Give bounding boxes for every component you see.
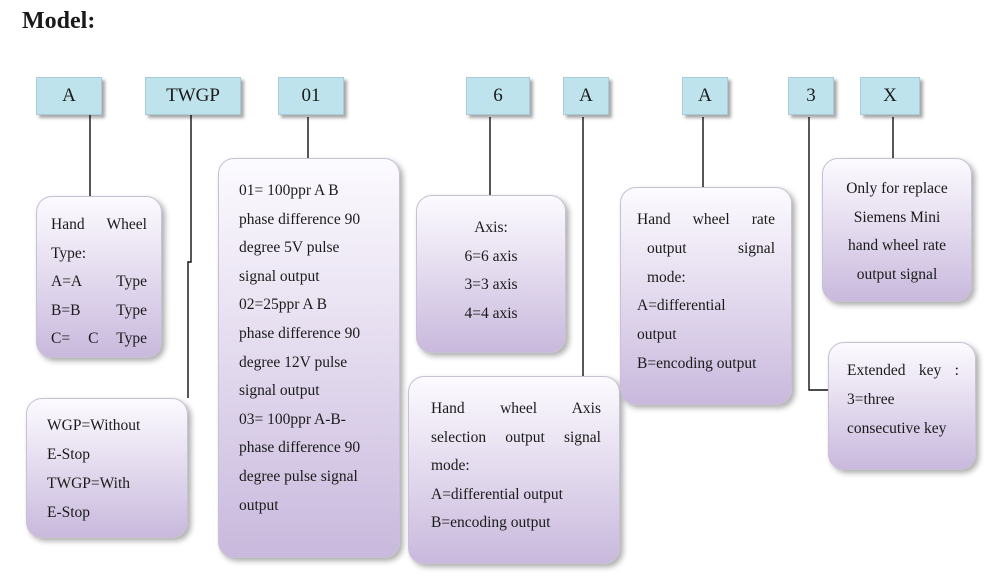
box-line: phase difference 90: [239, 210, 361, 228]
box-line: 02=25ppr A B: [239, 296, 327, 314]
box-line: A=differential output: [431, 485, 563, 503]
box-line: A=A Type: [51, 273, 147, 290]
box-line: output signal: [647, 239, 775, 257]
axis-box: Axis: 6=6 axis 3=3 axis 4=4 axis: [416, 195, 566, 353]
box-line: signal output: [239, 382, 320, 400]
box-line: C= C Type: [51, 330, 147, 347]
box-line: Axis:: [474, 219, 508, 236]
box-line: B=encoding output: [431, 514, 551, 532]
box-line: B=encoding output: [637, 354, 757, 372]
box-line: degree 12V pulse: [239, 353, 348, 371]
box-line: consecutive key: [847, 419, 947, 437]
box-line: degree pulse signal: [239, 467, 358, 485]
code-hand-wheel-type: A: [36, 77, 102, 115]
box-line: Siemens Mini: [853, 208, 941, 226]
box-line: A=differential: [637, 297, 726, 315]
box-line: selection output signal: [431, 428, 601, 446]
siemens-box: Only for replace Siemens Mini hand wheel…: [822, 158, 972, 302]
box-line: phase difference 90: [239, 439, 361, 457]
box-line: phase difference 90: [239, 324, 361, 342]
box-line: WGP=Without: [47, 417, 141, 434]
pulse-signal-box: 01= 100ppr A B phase difference 90 degre…: [218, 158, 400, 558]
box-line: TWGP=With: [47, 475, 131, 492]
connector-3-to-extended: [808, 117, 828, 391]
box-line: hand wheel rate: [847, 237, 947, 254]
box-line: 4=4 axis: [464, 304, 518, 322]
box-line: 3=3 axis: [464, 276, 518, 293]
hand-wheel-type-box: Hand Wheel Type: A=A Type B=B Type C= C …: [36, 196, 162, 358]
box-line: 6=6 axis: [464, 247, 518, 265]
box-line: mode:: [431, 457, 470, 475]
box-line: Hand Wheel: [51, 216, 147, 233]
box-line: 03= 100ppr A-B-: [239, 410, 346, 428]
box-line: Extended key :: [847, 362, 959, 379]
box-line: E-Stop: [47, 446, 91, 463]
connector-twgp-to-estop: [187, 114, 192, 398]
box-line: B=B Type: [51, 301, 147, 319]
code-estop: TWGP: [145, 77, 241, 115]
code-axis: 6: [466, 77, 530, 115]
box-line: 01= 100ppr A B: [239, 182, 339, 199]
box-line: signal output: [239, 267, 320, 285]
box-line: 3=three: [847, 390, 895, 408]
model-title: Model:: [22, 8, 96, 34]
box-line: degree 5V pulse: [239, 239, 340, 257]
code-axis-mode: A: [563, 77, 609, 115]
box-line: Only for replace: [846, 180, 948, 197]
estop-box: WGP=Without E-Stop TWGP=With E-Stop: [26, 398, 188, 538]
code-pulse: 01: [278, 77, 344, 115]
rate-output-mode-box: Hand wheel rate output signal mode: A=di…: [620, 187, 792, 405]
box-line: output: [239, 496, 279, 514]
box-line: Hand wheel rate: [637, 211, 775, 228]
axis-selection-mode-box: Hand wheel Axis selection output signal …: [408, 376, 620, 564]
extended-key-box: Extended key : 3=three consecutive key: [828, 342, 976, 470]
box-line: E-Stop: [47, 504, 91, 521]
code-siemens: X: [860, 77, 920, 115]
box-line: output signal: [856, 265, 938, 283]
code-rate-mode: A: [682, 77, 728, 115]
box-line: output: [637, 326, 677, 344]
box-line: mode:: [647, 268, 686, 286]
box-line: Hand wheel Axis: [431, 400, 601, 417]
box-line: Type:: [51, 244, 87, 262]
code-extended-key: 3: [788, 77, 834, 115]
